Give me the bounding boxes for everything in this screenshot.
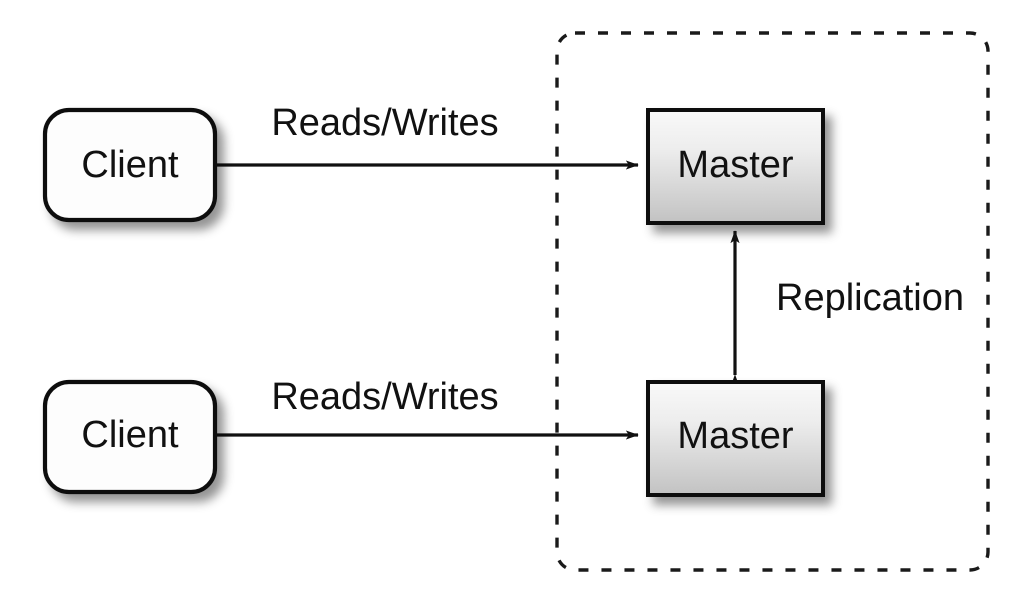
master-top-label: Master bbox=[677, 144, 793, 186]
master-bottom-shape bbox=[646, 380, 825, 497]
client-bottom-label: Client bbox=[81, 414, 179, 456]
master-top-shape bbox=[646, 108, 825, 225]
edge-label-replication: Replication bbox=[776, 277, 964, 319]
client-top-label: Client bbox=[81, 144, 179, 186]
node-master-top[interactable]: Master bbox=[646, 108, 825, 225]
edge-label-reads-writes-top: Reads/Writes bbox=[271, 102, 498, 144]
node-master-bottom[interactable]: Master bbox=[646, 380, 825, 497]
client-bottom-shape bbox=[42, 379, 218, 495]
edge-label-reads-writes-bottom: Reads/Writes bbox=[271, 376, 498, 418]
replication-cluster-boundary bbox=[555, 31, 990, 572]
client-top-shape bbox=[42, 107, 218, 223]
master-bottom-label: Master bbox=[677, 415, 793, 457]
node-client-bottom[interactable]: Client bbox=[42, 379, 218, 495]
node-client-top[interactable]: Client bbox=[42, 107, 218, 223]
